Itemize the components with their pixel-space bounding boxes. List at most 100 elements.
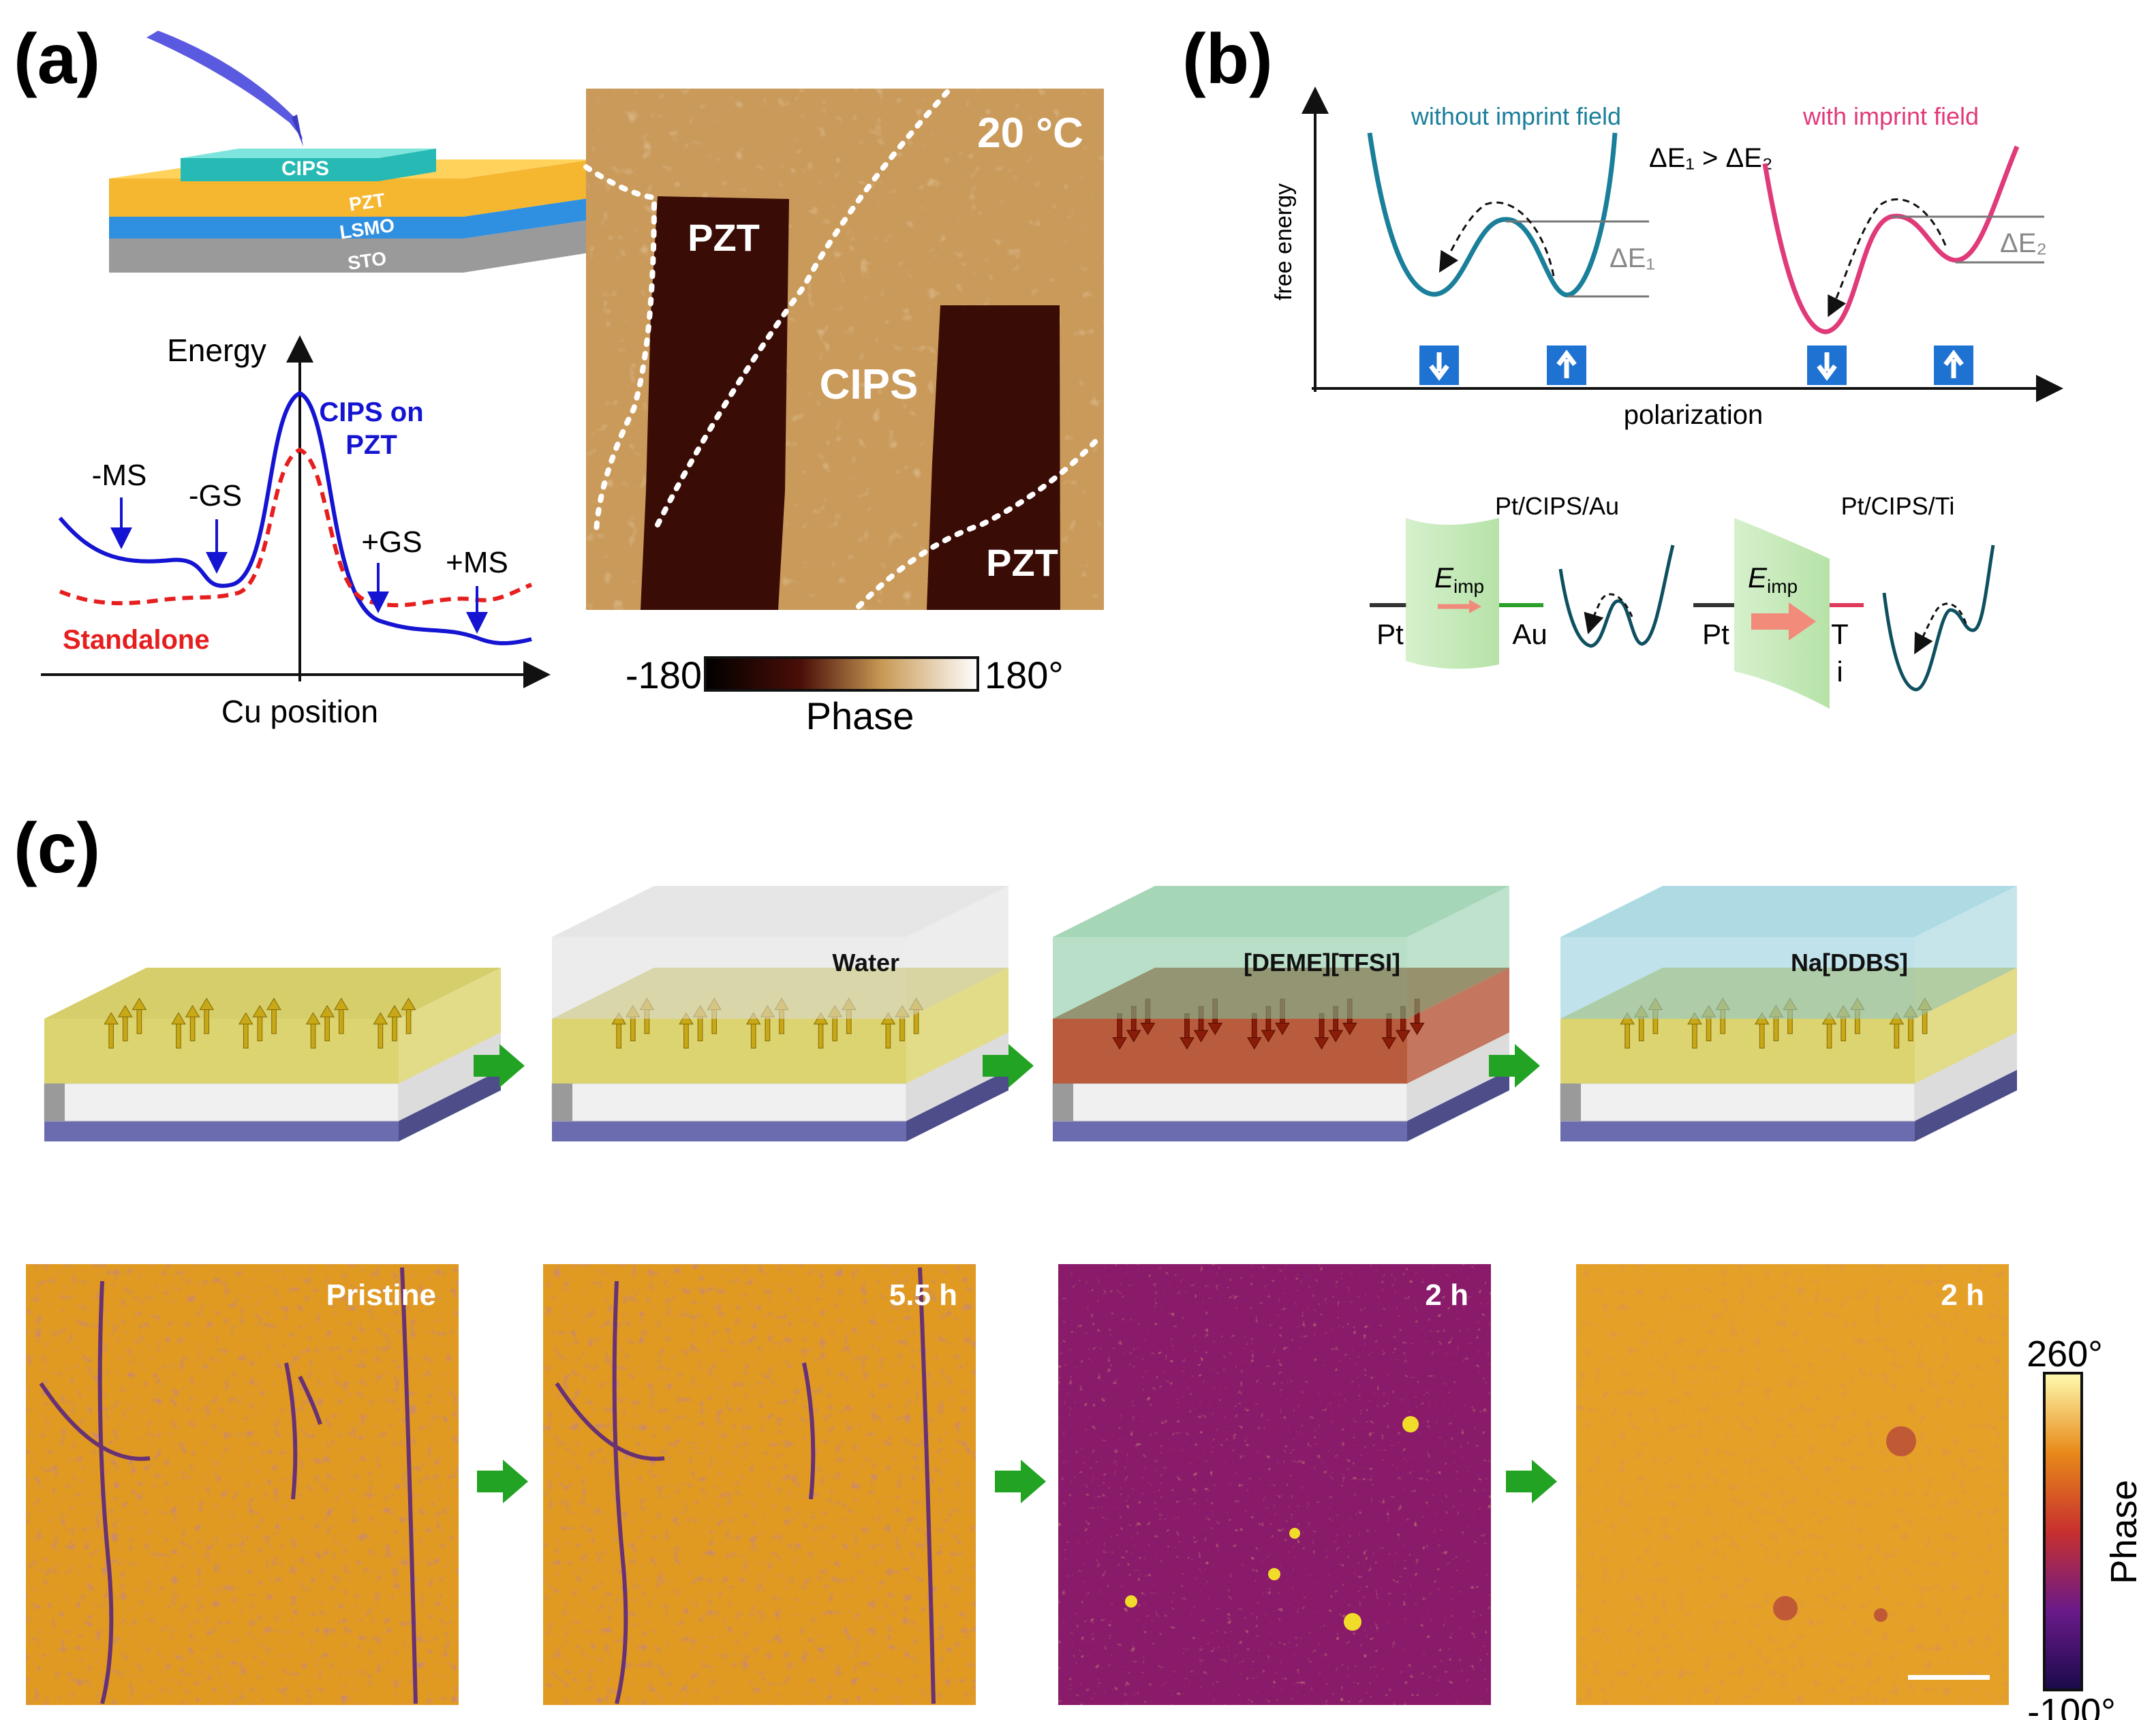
stack-label-cips: CIPS — [281, 157, 329, 180]
colorbar-c: 260° -100° Phase — [2027, 1334, 2144, 1720]
energy-y-label: Energy — [167, 333, 266, 368]
boundary-line-1 — [583, 164, 658, 534]
region-label-pzt-1: PZT — [688, 216, 760, 259]
process-arrow-icon — [1506, 1460, 1557, 1503]
panel-a: (a) CIPS PZT LSMO STO Energy — [14, 20, 1104, 737]
energy-diagram: Energy Cu position CIPS on PZT Standalon… — [41, 333, 551, 729]
metal-label-pt-1: Pt — [1376, 618, 1404, 650]
process-arrow-icon — [995, 1460, 1046, 1503]
colorbar-c-max: 260° — [2027, 1334, 2103, 1375]
liquid-label: Na[DDBS] — [1791, 949, 1908, 977]
pfm-phase-image: 20 °C PZT CIPS PZT — [583, 89, 1104, 610]
process-arrow-icon — [474, 1044, 525, 1088]
free-energy-plot: free energy polarization without imprint… — [1271, 87, 2063, 430]
curve-standalone — [59, 447, 533, 608]
eimp-arrow-large-icon — [1789, 602, 1816, 641]
pfm-image-na-ddbs: 2 h — [1576, 1264, 2009, 1705]
fe-x-label: polarization — [1624, 400, 1764, 430]
eimp-label-ti: Eimp — [1748, 562, 1798, 597]
colorbar-a: -180 180° Phase — [626, 654, 1064, 737]
curve-cips-on-pzt — [58, 390, 532, 645]
panel-b-label: (b) — [1182, 20, 1273, 99]
lsmo-layer — [109, 198, 593, 239]
panel-c: (c) Water [DEME][TFSI] Na[DDBS] Pristine 5… — [14, 809, 2144, 1720]
label-with-imprint: with imprint field — [1802, 102, 1979, 130]
image-label-na-ddbs: 2 h — [1941, 1278, 1984, 1312]
delta1-label: ΔE₁ — [1610, 243, 1655, 273]
stack-schematic — [44, 968, 501, 1141]
fe-y-label: free energy — [1271, 183, 1297, 301]
pfm-image-pristine: Pristine — [26, 1264, 459, 1705]
metal-label-ti-2: i — [1836, 656, 1843, 688]
afm-cantilever-icon — [147, 31, 303, 140]
energy-x-label: Cu position — [221, 694, 378, 729]
label-standalone: Standalone — [63, 625, 210, 655]
stack-label-pzt: PZT — [348, 189, 386, 215]
panel-a-label: (a) — [14, 20, 100, 99]
metal-label-au: Au — [1512, 618, 1547, 650]
switching-path-without — [1438, 201, 1555, 277]
pfm-image-water: 5.5 h — [543, 1264, 976, 1705]
sto-layer — [109, 219, 593, 273]
colorbar-a-min: -180 — [626, 654, 702, 696]
label-cips-on-pzt-2: PZT — [345, 430, 397, 460]
stack-schematic: Na[DDBS] — [1560, 886, 2017, 1141]
delta-relation: ΔE₁ > ΔE₂ — [1649, 143, 1772, 173]
temperature-label: 20 °C — [977, 110, 1083, 157]
label-without-imprint: without imprint field — [1411, 102, 1621, 130]
band-title-ti: Pt/CIPS/Ti — [1841, 492, 1955, 520]
colorbar-c-min: -100° — [2027, 1691, 2116, 1720]
pzt-stripe-left — [641, 196, 789, 610]
band-diagram-ti: Pt/CIPS/Ti Eimp Pt T i — [1693, 492, 1995, 709]
colorbar-a-max: 180° — [985, 654, 1064, 696]
afm-tip-icon — [292, 114, 303, 147]
mini-well-au — [1558, 544, 1675, 648]
panel-c-label: (c) — [14, 809, 100, 888]
delta2-label: ΔE₂ — [2000, 228, 2047, 258]
scale-bar — [1908, 1675, 1990, 1680]
pzt-layer — [109, 159, 593, 217]
metal-label-ti-1: T — [1831, 618, 1849, 650]
cips-layer — [181, 149, 436, 181]
band-title-au: Pt/CIPS/Au — [1495, 492, 1619, 520]
site-label-ms-minus: -MS — [92, 459, 147, 492]
liquid-label: Water — [832, 949, 899, 977]
region-label-cips: CIPS — [820, 361, 919, 408]
colorbar-c-label: Phase — [2104, 1479, 2144, 1584]
device-stack: CIPS PZT LSMO STO — [109, 31, 593, 274]
pfm-image-deme-tfsi: 2 h — [1058, 1264, 1491, 1705]
site-label-gs-plus: +GS — [361, 525, 422, 559]
site-label-gs-minus: -GS — [189, 479, 242, 512]
eimp-label-au: Eimp — [1434, 562, 1484, 597]
polarization-down-icon — [1419, 345, 1459, 385]
panel-b: (b) free energy polarization without imp… — [1182, 20, 2063, 709]
polarization-up-icon — [1547, 345, 1586, 385]
curve-with-imprint — [1762, 145, 2020, 335]
process-arrow-icon — [477, 1460, 528, 1503]
polarization-up-icon — [1934, 345, 1973, 385]
label-cips-on-pzt-1: CIPS on — [319, 397, 423, 427]
liquid-label: [DEME][TFSI] — [1244, 949, 1400, 977]
stack-schematic: [DEME][TFSI] — [1052, 886, 1509, 1141]
band-diagram-au: Pt/CIPS/Au Eimp Pt Au — [1370, 492, 1675, 669]
metal-label-pt-2: Pt — [1702, 618, 1729, 650]
process-arrow-icon — [983, 1044, 1034, 1088]
polarization-down-icon — [1807, 345, 1847, 385]
site-label-ms-plus: +MS — [446, 546, 508, 579]
curve-without-imprint — [1367, 132, 1618, 298]
stack-schematic: Water — [551, 886, 1008, 1141]
colorbar-c-gradient — [2043, 1372, 2083, 1691]
image-label-pristine: Pristine — [326, 1278, 436, 1312]
eimp-arrow-small-icon — [1469, 600, 1481, 613]
region-label-pzt-2: PZT — [986, 541, 1058, 584]
switching-path-with — [1828, 198, 1947, 318]
process-arrow-icon — [1489, 1044, 1540, 1088]
image-label-deme: 2 h — [1425, 1278, 1468, 1312]
boundary-line-3 — [856, 433, 1103, 609]
colorbar-a-label: Phase — [806, 694, 914, 737]
band-cips-au — [1406, 518, 1499, 669]
mini-well-ti — [1882, 544, 1995, 692]
colorbar-a-gradient — [704, 656, 979, 692]
image-label-water: 5.5 h — [889, 1278, 957, 1312]
